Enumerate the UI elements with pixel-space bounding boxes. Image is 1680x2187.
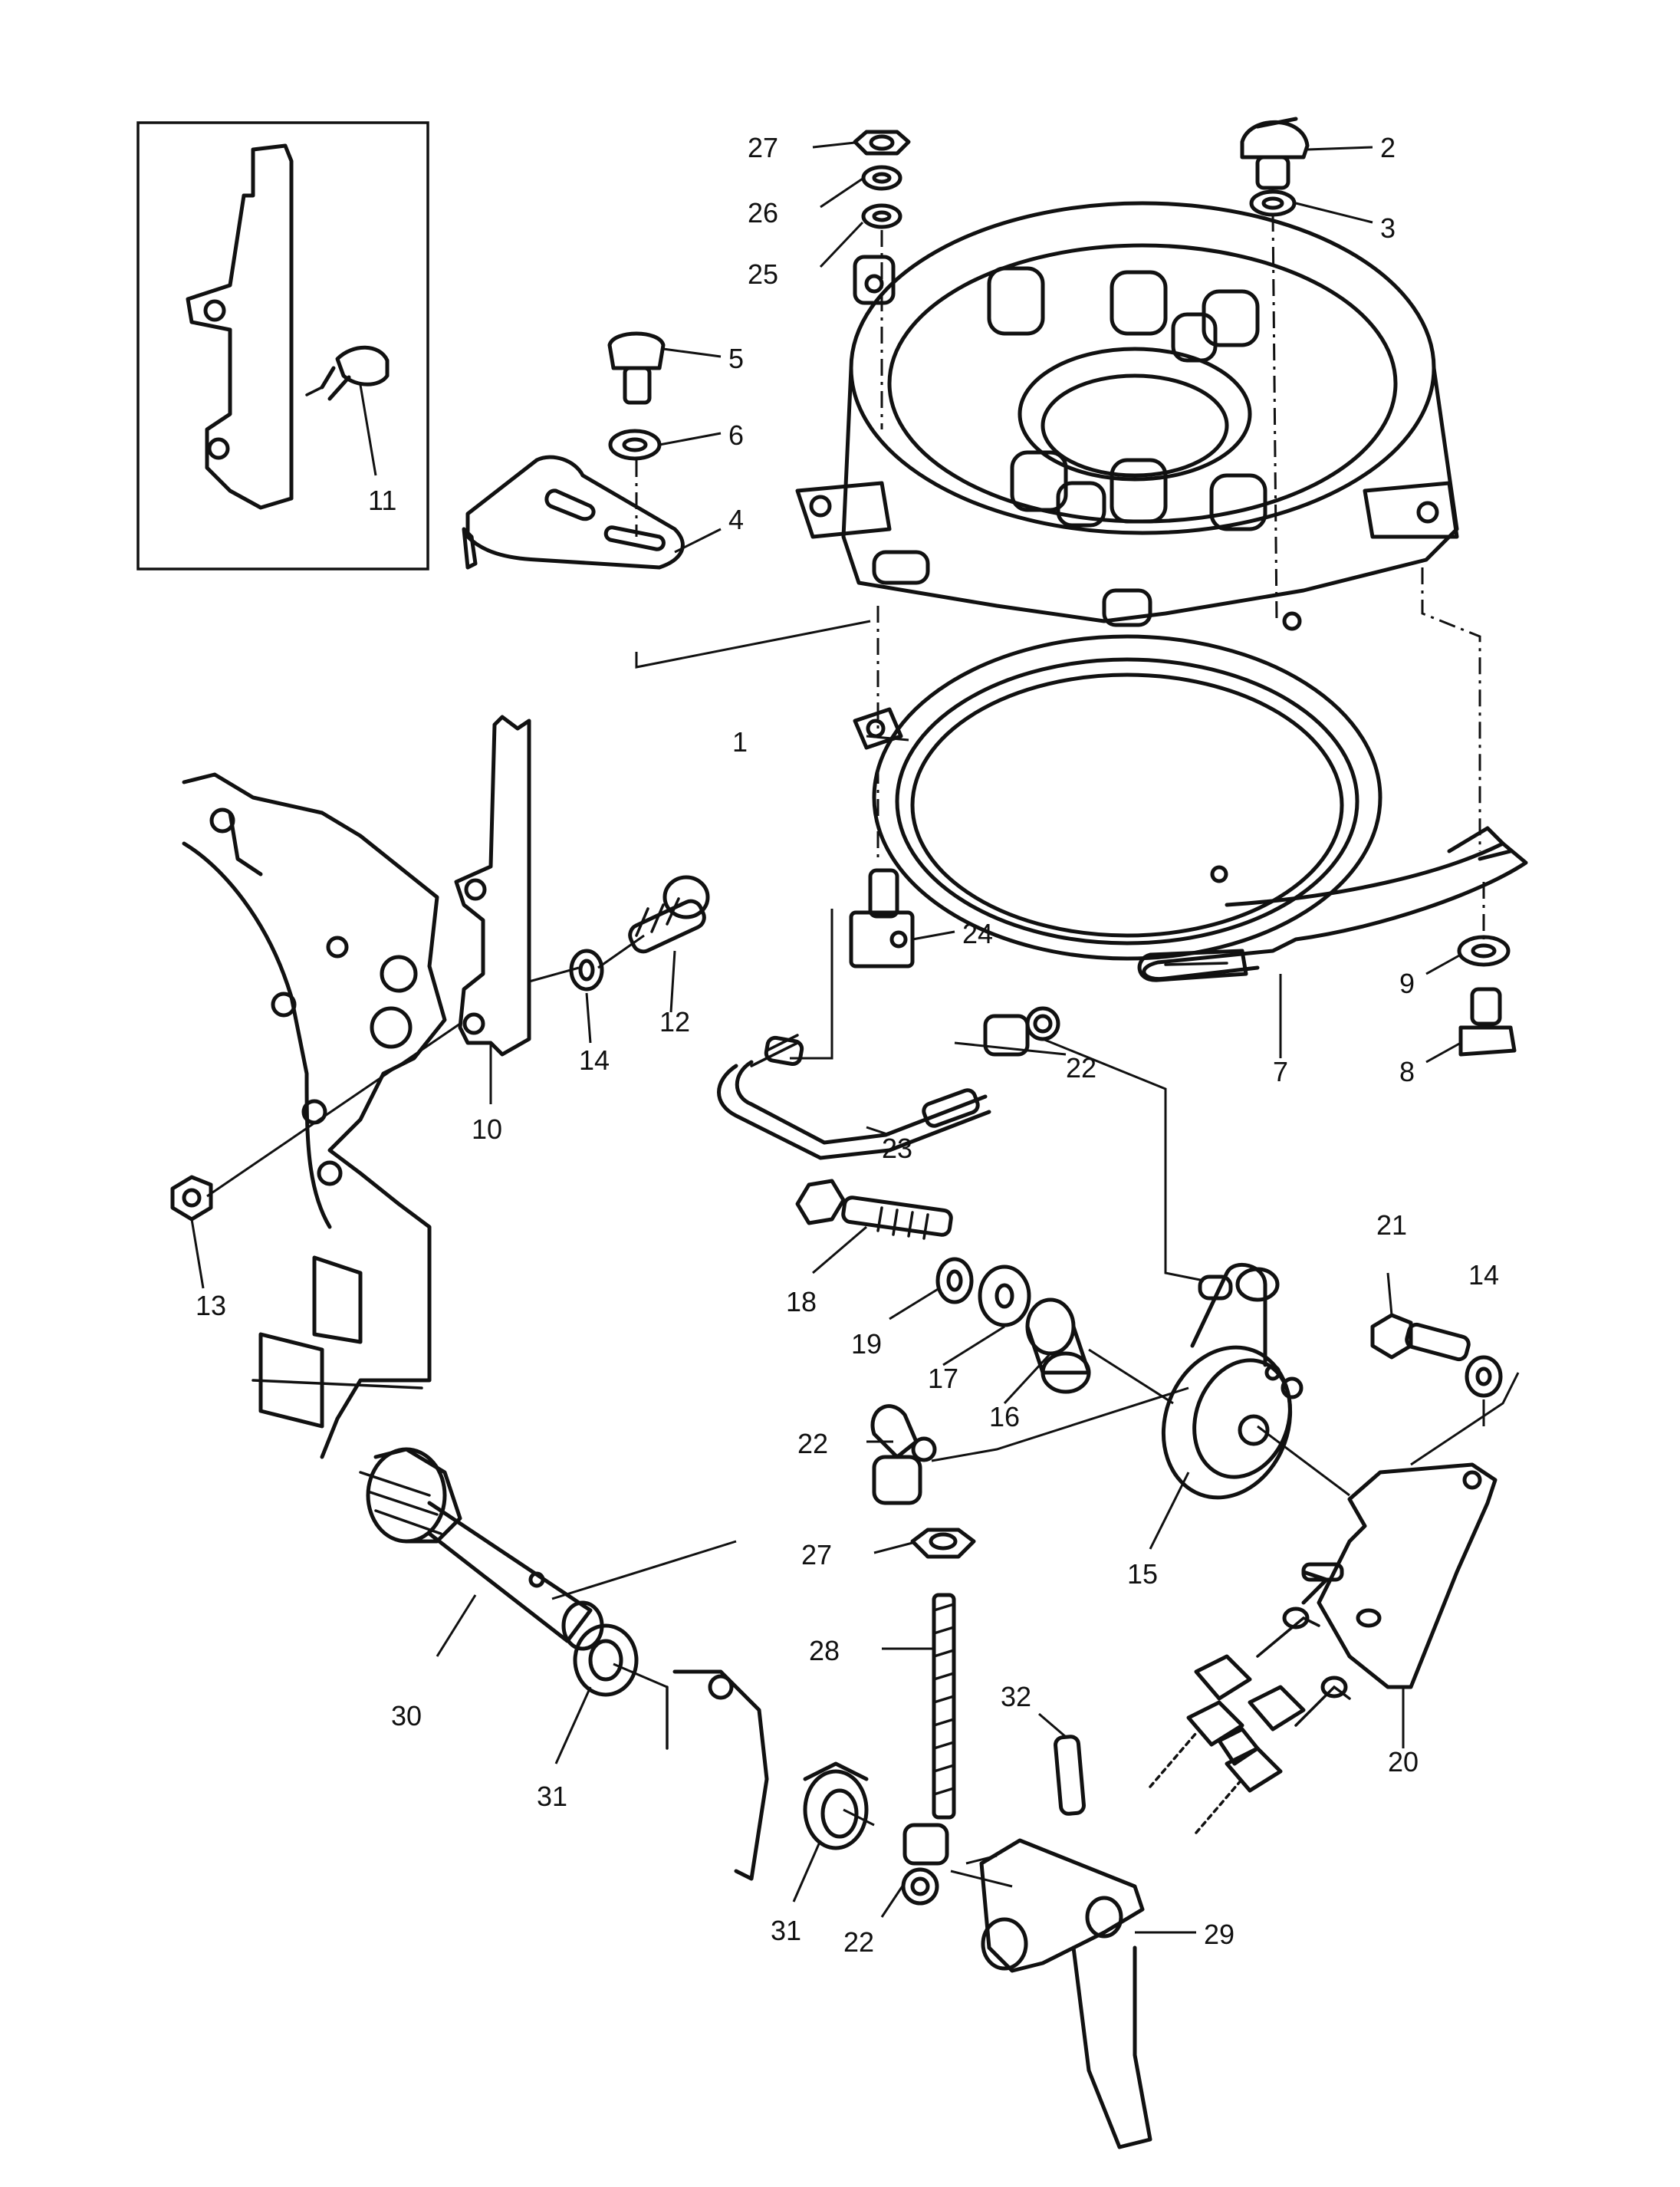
callout-29: 29: [1204, 1919, 1235, 1950]
callout-25: 25: [748, 258, 778, 290]
callout-30: 30: [391, 1700, 422, 1732]
washer-14-left: [569, 949, 604, 992]
link-rod-23: [717, 1034, 991, 1160]
magneto-housing: [795, 201, 1459, 631]
callout-22-upper: 22: [1066, 1052, 1096, 1084]
callout-12: 12: [659, 1006, 690, 1038]
callout-22-lower: 22: [843, 1926, 874, 1958]
callout-3: 3: [1380, 212, 1396, 244]
screw-2: [1240, 117, 1310, 190]
ball-joint-22-middle: [870, 1404, 937, 1505]
crankcase-frame: [182, 772, 447, 1459]
callout-31-upper: 31: [537, 1781, 567, 1812]
bracket-4: [462, 455, 685, 570]
washer-25: [861, 203, 902, 229]
callout-18: 18: [786, 1286, 817, 1317]
callout-32: 32: [1001, 1681, 1031, 1712]
lever-29: [979, 1838, 1152, 2149]
mount-stub: [666, 1669, 769, 1881]
bushing-31-lower: [803, 1761, 869, 1850]
bracket-20: [1301, 1462, 1498, 1689]
callout-28: 28: [809, 1635, 840, 1666]
nut-13: [170, 1175, 213, 1222]
callout-10: 10: [472, 1113, 502, 1145]
callout-31-lower: 31: [771, 1915, 801, 1946]
callout-1: 1: [732, 726, 748, 758]
callout-15: 15: [1127, 1558, 1158, 1590]
callout-23: 23: [882, 1133, 912, 1164]
callout-16: 16: [989, 1401, 1020, 1432]
shaft-30: [359, 1447, 604, 1651]
throttle-cam-15: [1161, 1262, 1304, 1500]
plate-10: [454, 715, 531, 1057]
callout-8: 8: [1399, 1056, 1415, 1087]
callout-5: 5: [728, 343, 744, 374]
washer-17: [978, 1265, 1031, 1327]
washer-6: [608, 429, 662, 461]
callout-26: 26: [748, 197, 778, 229]
ball-joint-22-lower: [901, 1823, 949, 1906]
bolt-5: [607, 331, 666, 405]
pin-32: [1054, 1735, 1086, 1816]
cable-assembly: [1149, 1607, 1351, 1834]
callout-14-right: 14: [1468, 1259, 1499, 1291]
callout-17: 17: [928, 1363, 958, 1394]
callout-14-left: 14: [579, 1044, 610, 1076]
threaded-rod-28: [932, 1593, 956, 1820]
nut-27-lower: [910, 1528, 976, 1559]
callout-20: 20: [1388, 1746, 1419, 1778]
callout-24: 24: [962, 918, 993, 949]
callout-9: 9: [1399, 968, 1415, 999]
swivel-block-24: [849, 868, 915, 969]
ball-joint-22-upper: [983, 1006, 1060, 1057]
callout-19: 19: [851, 1328, 882, 1360]
spacer-16: [1025, 1297, 1091, 1394]
washer-9: [1457, 935, 1511, 967]
washer-19: [935, 1257, 974, 1304]
callout-6: 6: [728, 419, 744, 451]
callout-21: 21: [1376, 1209, 1407, 1241]
callout-13: 13: [196, 1290, 226, 1321]
leader-lines: [190, 141, 1485, 1934]
callout-2: 2: [1380, 132, 1396, 163]
bolt-21: [1370, 1313, 1471, 1362]
washer-3: [1249, 189, 1297, 217]
callout-27-lower: 27: [801, 1539, 832, 1570]
callout-4: 4: [728, 504, 744, 535]
bushing-31-upper: [573, 1623, 639, 1697]
washer-14-right: [1465, 1355, 1503, 1398]
screw-8: [1458, 987, 1517, 1057]
gasket-ring: [853, 634, 1382, 961]
nut-27-top: [853, 130, 911, 156]
callout-27-top: 27: [748, 132, 778, 163]
bolt-18: [795, 1179, 953, 1240]
callout-22-middle: 22: [797, 1428, 828, 1459]
callout-11: 11: [368, 485, 396, 516]
callout-7: 7: [1273, 1056, 1288, 1087]
armature-plate-arm: [1137, 826, 1528, 982]
bolt-12: [628, 875, 710, 954]
guide-lines: [206, 214, 1520, 1888]
washer-26: [861, 165, 902, 191]
inset-detail: [136, 121, 429, 571]
callout-labels: 1 2 3 4 5 6 7 8 9 10 11 12 13 14 14 15 1…: [196, 132, 1499, 1958]
